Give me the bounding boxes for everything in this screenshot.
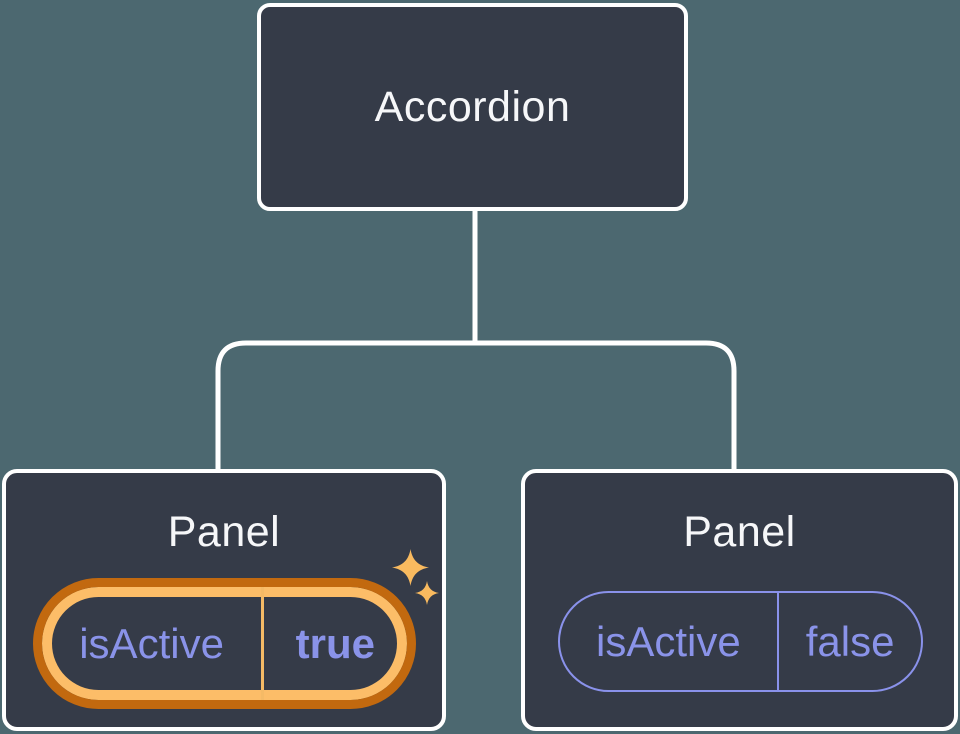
connector-branch-bracket xyxy=(215,340,737,469)
sparkles-icon xyxy=(392,549,439,605)
prop-name-label: isActive xyxy=(596,617,741,665)
prop-pill-active: isActive true xyxy=(33,578,416,709)
prop-value-label: true xyxy=(295,619,375,667)
prop-value-label: false xyxy=(805,617,895,665)
panel-node-label: Panel xyxy=(167,508,281,556)
panel-node-active: Panel isActive true xyxy=(2,469,446,731)
prop-pill-inactive: isActive false xyxy=(558,591,923,692)
panel-node-label: Panel xyxy=(683,508,796,556)
accordion-node: Accordion xyxy=(257,3,688,211)
pill-divider xyxy=(776,593,780,690)
pill-divider xyxy=(261,587,264,700)
panel-node-inactive: Panel isActive false xyxy=(521,469,958,731)
accordion-node-label: Accordion xyxy=(374,82,571,131)
prop-name-label: isActive xyxy=(79,619,224,667)
